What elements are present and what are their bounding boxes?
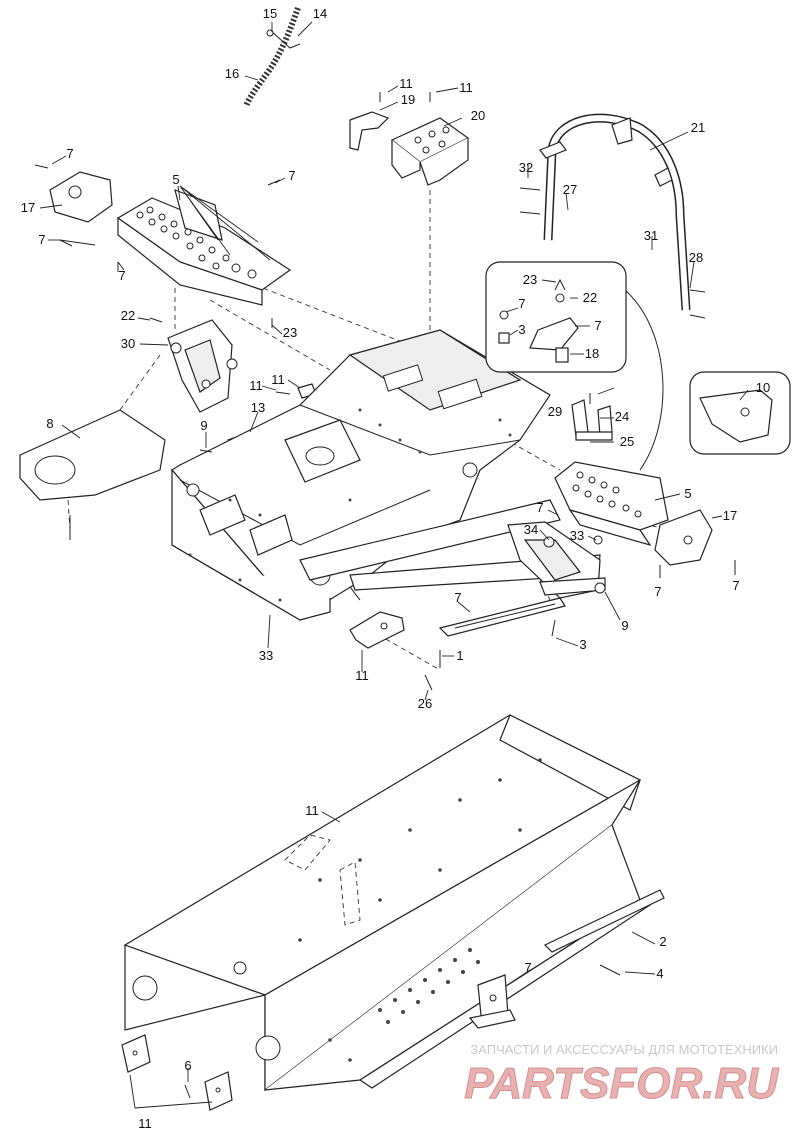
part-label: 9 [621,618,628,633]
part-label: 7 [518,296,525,311]
bracket-19 [349,111,390,151]
part-label: 11 [355,668,369,683]
chassis-1 [171,329,601,622]
part-label: 16 [225,66,239,81]
part-label: 33 [259,648,273,663]
part-label: 22 [583,290,597,305]
part-label: 11 [138,1116,152,1131]
footrest-left-holes [136,206,257,279]
cable-assembly [243,6,301,108]
part-label: 18 [585,346,599,361]
strip-4 [543,889,665,953]
part-label: 11 [459,80,473,95]
inset-box-18 [689,371,791,455]
plates-12 [121,1034,233,1111]
rail-9 [438,597,566,637]
part-label: 29 [548,404,562,419]
part-label: 3 [579,637,586,652]
part-label: 4 [656,966,663,981]
part-label: 33 [570,528,584,543]
part-label: 5 [684,486,691,501]
bracket-24-25 [571,399,613,441]
part-label: 8 [46,416,53,431]
part-label: 7 [732,578,739,593]
part-label: 1 [456,648,463,663]
part-label: 32 [519,160,533,175]
part-label: 7 [654,584,661,599]
part-label: 34 [524,522,538,537]
handle-loop-21 [539,113,691,311]
part-label: 2 [659,934,666,949]
part-label: 23 [523,272,537,287]
part-label: 7 [594,318,601,333]
part-label: 7 [118,268,125,283]
part-label: 27 [563,182,577,197]
inset-box-27-32 [485,261,627,373]
bracket-3-right [507,521,606,599]
watermark: ЗАПЧАСТИ И АКСЕССУАРЫ ДЛЯ МОТОТЕХНИКИ PA… [464,1042,780,1109]
leader-lines [39,21,749,1109]
part-label: 31 [644,228,658,243]
bracket-17-right [654,509,713,566]
part-label: 3 [518,322,525,337]
part-label: 28 [689,250,703,265]
part-label: 7 [524,960,531,975]
part-label: 6 [184,1058,191,1073]
part-label: 19 [401,92,415,107]
part-label: 5 [172,172,179,187]
part-label: 30 [121,336,135,351]
part-label: 25 [620,434,634,449]
part-label: 22 [121,308,135,323]
part-label: 14 [313,6,327,21]
part-label: 11 [399,76,413,91]
part-label: 9 [200,418,207,433]
part-label: 13 [251,400,265,415]
footrest-left-5 [116,189,292,306]
fastener-icons [34,92,736,1099]
bracket-6 [468,974,516,1029]
plate-8 [19,409,166,531]
part-label: 23 [283,325,297,340]
tunnel-perforations [298,758,542,1062]
bracket-26 [349,611,405,649]
part-label: 7 [536,500,543,515]
tunnel-2 [123,714,652,1092]
footrest-right-5 [554,461,669,547]
part-label: 11 [271,372,285,387]
part-label: 7 [288,168,295,183]
bracket-3-left [167,319,238,413]
chassis-rivets [188,408,512,602]
part-label: 11 [249,378,263,393]
part-label: 7 [38,232,45,247]
part-label: 21 [691,120,705,135]
bracket-20 [390,117,470,186]
part-label: 17 [21,200,35,215]
part-label: 17 [723,508,737,523]
part-label: 10 [756,380,770,395]
watermark-logo: PARTSFOR.RU [464,1059,779,1108]
bracket-17-left [49,171,113,246]
watermark-caption: ЗАПЧАСТИ И АКСЕССУАРЫ ДЛЯ МОТОТЕХНИКИ [470,1042,778,1057]
part-label: 11 [305,803,319,818]
part-label: 20 [471,108,485,123]
part-label: 15 [263,6,277,21]
part-label: 24 [615,409,629,424]
part-label: 26 [418,696,432,711]
part-label: 7 [454,590,461,605]
part-label: 7 [66,146,73,161]
